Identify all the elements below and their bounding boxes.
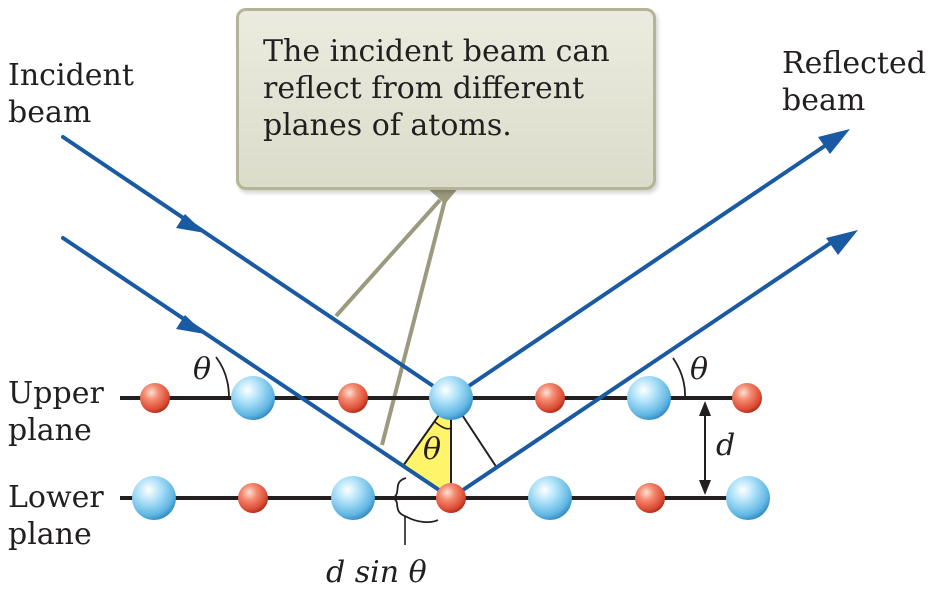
theta-label-reflected: θ [690,352,709,387]
large-atom [528,476,572,520]
spacing-label: d [716,428,736,463]
theta-label-triangle: θ [423,432,442,467]
incident-beam-label: Incident beam [8,58,134,130]
callout-pointer-tip [425,186,460,204]
small-atom [732,383,762,413]
large-atom [132,476,176,520]
path-difference-brace [391,477,439,524]
upper-plane-atoms [140,376,762,420]
spacing-arrowhead-top [699,401,711,416]
theta-arc-left [215,356,230,399]
lower-plane-atoms [132,476,770,520]
large-atom [331,476,375,520]
small-atom [338,383,368,413]
lower-plane-label: Lower plane [8,480,104,552]
incident-arrow-upper [176,214,205,233]
callout-text: The incident beam can reflect from diffe… [263,34,610,144]
small-atom [436,483,466,513]
reflected-arrowhead-lower [826,230,858,255]
theta-arc-right [672,357,686,399]
incident-arrow-lower [176,315,205,334]
large-atom [429,376,473,420]
spacing-arrowhead-bottom [699,480,711,495]
callout-pointer [334,198,447,446]
reflected-arrowhead-upper [818,129,850,154]
reflected-beam-label: Reflected beam [782,46,926,118]
large-atom [726,476,770,520]
callout-box: The incident beam can reflect from diffe… [236,8,656,190]
large-atom [231,376,275,420]
theta-label-incident: θ [193,352,212,387]
pointer-to-lower-plane [380,199,447,446]
small-atom [140,383,170,413]
small-atom [535,383,565,413]
pointer-to-upper-plane [334,198,442,318]
large-atom [627,376,671,420]
path-difference-label: d sin θ [326,555,427,590]
upper-plane-label: Upper plane [8,376,104,448]
small-atom [238,483,268,513]
small-atom [635,483,665,513]
theta-arc-triangle [434,421,452,430]
